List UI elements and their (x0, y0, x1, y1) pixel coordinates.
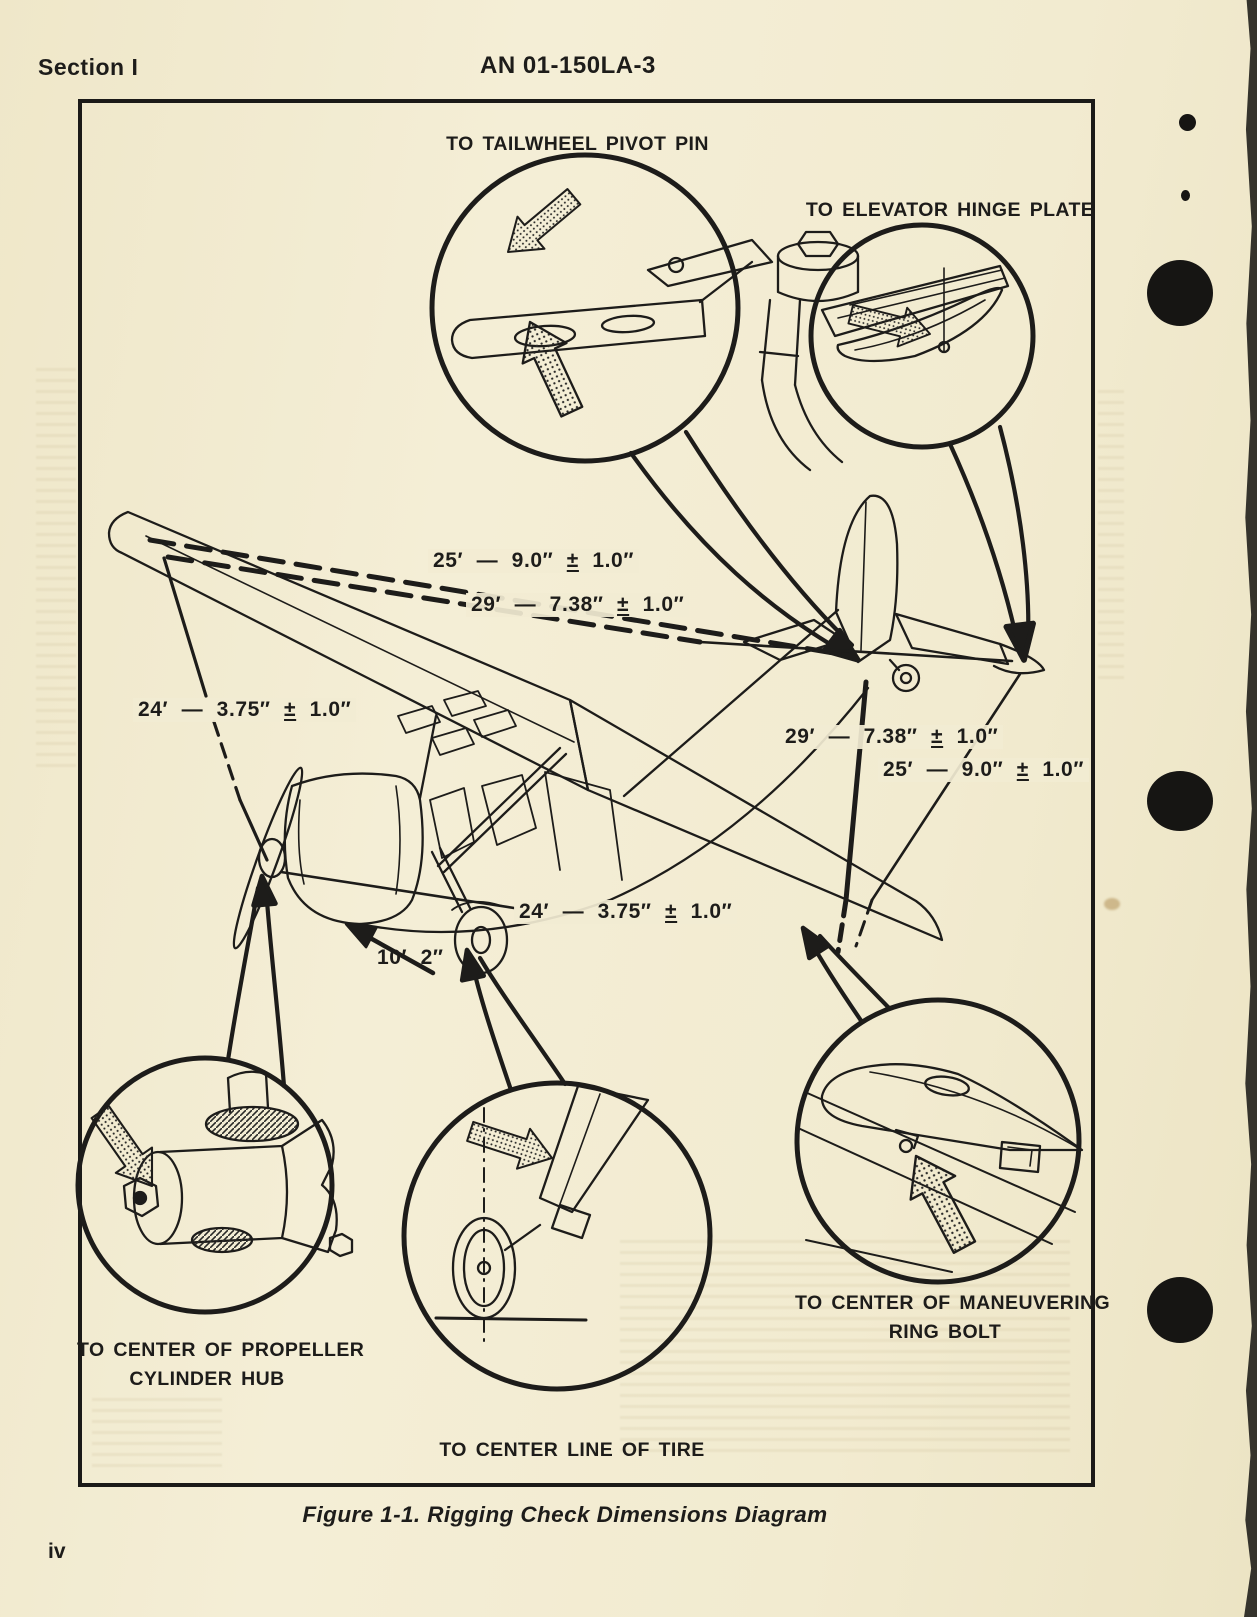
tailwheel-detail-circle (429, 152, 741, 464)
tire-detail-drawing (434, 1084, 650, 1347)
propeller-detail-circle (75, 1055, 335, 1315)
dim-line-25-right (870, 672, 1022, 902)
binder-hole (1147, 1277, 1213, 1343)
bleedthrough-right-margin (1098, 390, 1124, 680)
page-number: iv (48, 1540, 66, 1563)
dimension-label-24-375-bottom: 24′ — 3.75″ ± 1.0″ (514, 900, 738, 924)
dimension-label-29-738-right: 29′ — 7.38″ ± 1.0″ (780, 725, 1004, 749)
pointer-arrow (521, 320, 584, 418)
dim-line-24-left (162, 556, 269, 862)
callout-label-propeller-line2: CYLINDER HUB (129, 1368, 285, 1391)
punch-dot (1179, 114, 1196, 131)
bleedthrough-left-margin (36, 368, 76, 768)
figure-caption: Figure 1-1. Rigging Check Dimensions Dia… (302, 1502, 828, 1527)
dim-line-29-left (165, 554, 703, 645)
binder-hole (1147, 771, 1213, 831)
ring-bolt-detail-circle (794, 997, 1082, 1285)
callout-label-propeller: TO CENTER OF PROPELLER CYLINDER HUB (77, 1336, 365, 1395)
callout-label-elevator: TO ELEVATOR HINGE PLATE (805, 199, 1095, 221)
tire-detail-circle (401, 1080, 713, 1392)
pointer-arrow (90, 1104, 154, 1188)
callout-label-propeller-line1: TO CENTER OF PROPELLER (77, 1339, 365, 1361)
dimension-label-25-9-right: 25′ — 9.0″ ± 1.0″ (878, 758, 1089, 782)
callout-leader-lines (225, 424, 1036, 1093)
binder-hole (1147, 260, 1213, 326)
elevator-detail-drawing (820, 264, 1010, 363)
dimension-label-29-738-left: 29′ — 7.38″ ± 1.0″ (466, 593, 690, 617)
tailwheel-detail-drawing (450, 188, 860, 472)
section-header: Section I (38, 54, 139, 80)
ring-bolt-detail-drawing (797, 1063, 1084, 1273)
dim-line-24-bottom (279, 870, 516, 910)
callout-label-ring-bolt-line1: TO CENTER OF MANEUVERING (795, 1292, 1111, 1314)
bleedthrough-bottom-left (92, 1398, 222, 1468)
pointer-arrow (909, 1154, 977, 1254)
callout-label-ring-bolt: TO CENTER OF MANEUVERING RING BOLT (795, 1289, 1111, 1348)
paper-stain (1104, 898, 1120, 910)
pointer-arrow (466, 1120, 553, 1170)
bleedthrough-bottom-right (620, 1240, 1070, 1455)
elevator-detail-circle (808, 222, 1036, 450)
pointer-arrow (507, 188, 582, 253)
dimension-label-25-9-left: 25′ — 9.0″ ± 1.0″ (428, 549, 639, 573)
callout-label-tire: TO CENTER LINE OF TIRE (439, 1439, 705, 1461)
dim-line-29-right (843, 679, 869, 903)
figure-border (78, 99, 1095, 1487)
dimension-label-10-2: 10′ 2″ (377, 946, 444, 969)
dimension-label-24-375-left: 24′ — 3.75″ ± 1.0″ (133, 698, 357, 722)
callout-label-tailwheel: TO TAILWHEEL PIVOT PIN (446, 133, 709, 155)
punch-dot (1181, 190, 1190, 201)
detail-circle-rims (75, 152, 1082, 1392)
callout-label-ring-bolt-line2: RING BOLT (888, 1321, 1002, 1344)
document-number: AN 01-150LA-3 (480, 52, 656, 79)
propeller-hub-detail-drawing (90, 1070, 354, 1258)
pointer-arrow (847, 304, 931, 348)
